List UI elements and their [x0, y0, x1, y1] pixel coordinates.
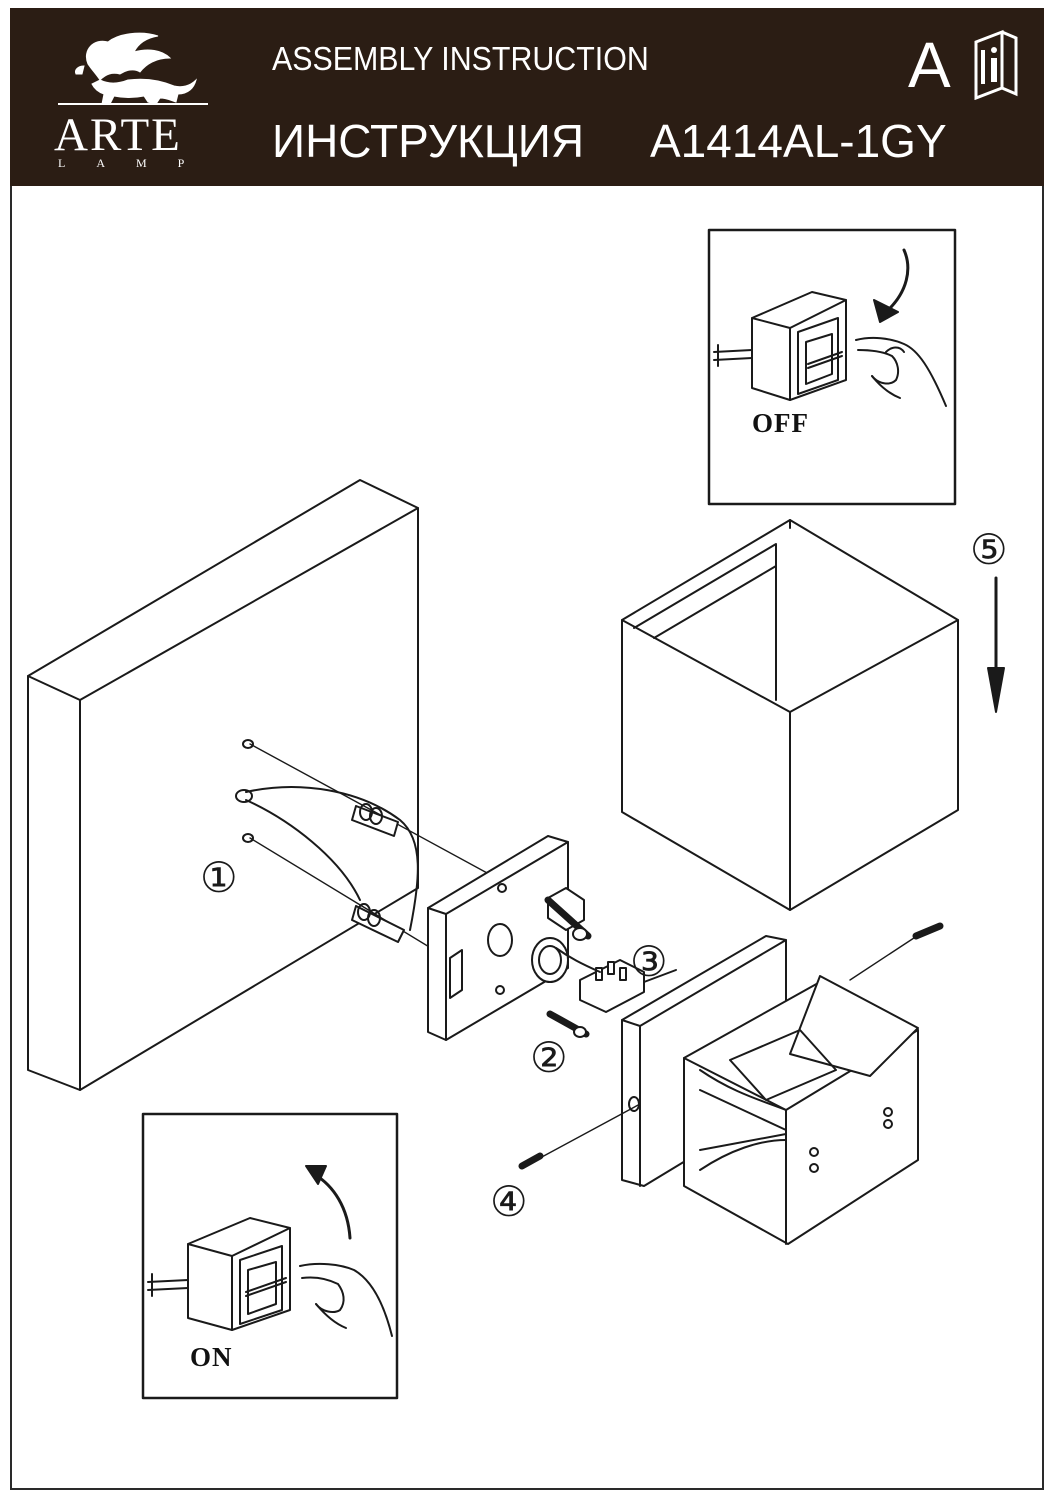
terminal-block: [555, 947, 677, 1013]
step-5-label: ⑤: [970, 528, 1008, 574]
header-bar: ARTE LAMP ASSEMBLY INSTRUCTION ИНСТРУКЦИ…: [10, 8, 1044, 186]
mounting-plate: [427, 835, 569, 1041]
inset-on-panel: [141, 1112, 399, 1400]
shade-cube: [621, 519, 959, 911]
info-book-icon: [974, 29, 1018, 100]
on-label: ON: [190, 1342, 233, 1372]
wall-block: [27, 479, 419, 1091]
brand-subtitle: LAMP: [58, 156, 216, 170]
wire-connector-upper: [351, 803, 399, 837]
model-number: A1414AL-1GY: [650, 115, 947, 167]
screw-lower: [546, 1010, 590, 1038]
off-label: OFF: [752, 408, 809, 438]
step-4-label: ④: [490, 1180, 528, 1226]
griffin-logo-icon: [58, 32, 208, 105]
screw-upper: [544, 896, 592, 941]
step-2-label: ②: [530, 1036, 568, 1082]
brand-name: ARTE: [54, 109, 182, 161]
inset-off-panel: [707, 228, 957, 506]
step-3-label: ③: [630, 940, 668, 986]
step-1-label: ①: [200, 856, 238, 902]
wire-connector-lower: [351, 903, 405, 943]
lamp-body: [683, 975, 919, 1245]
title-russian: ИНСТРУКЦИЯ: [272, 115, 585, 167]
language-letter: A: [908, 29, 951, 101]
title-english: ASSEMBLY INSTRUCTION: [272, 40, 649, 77]
